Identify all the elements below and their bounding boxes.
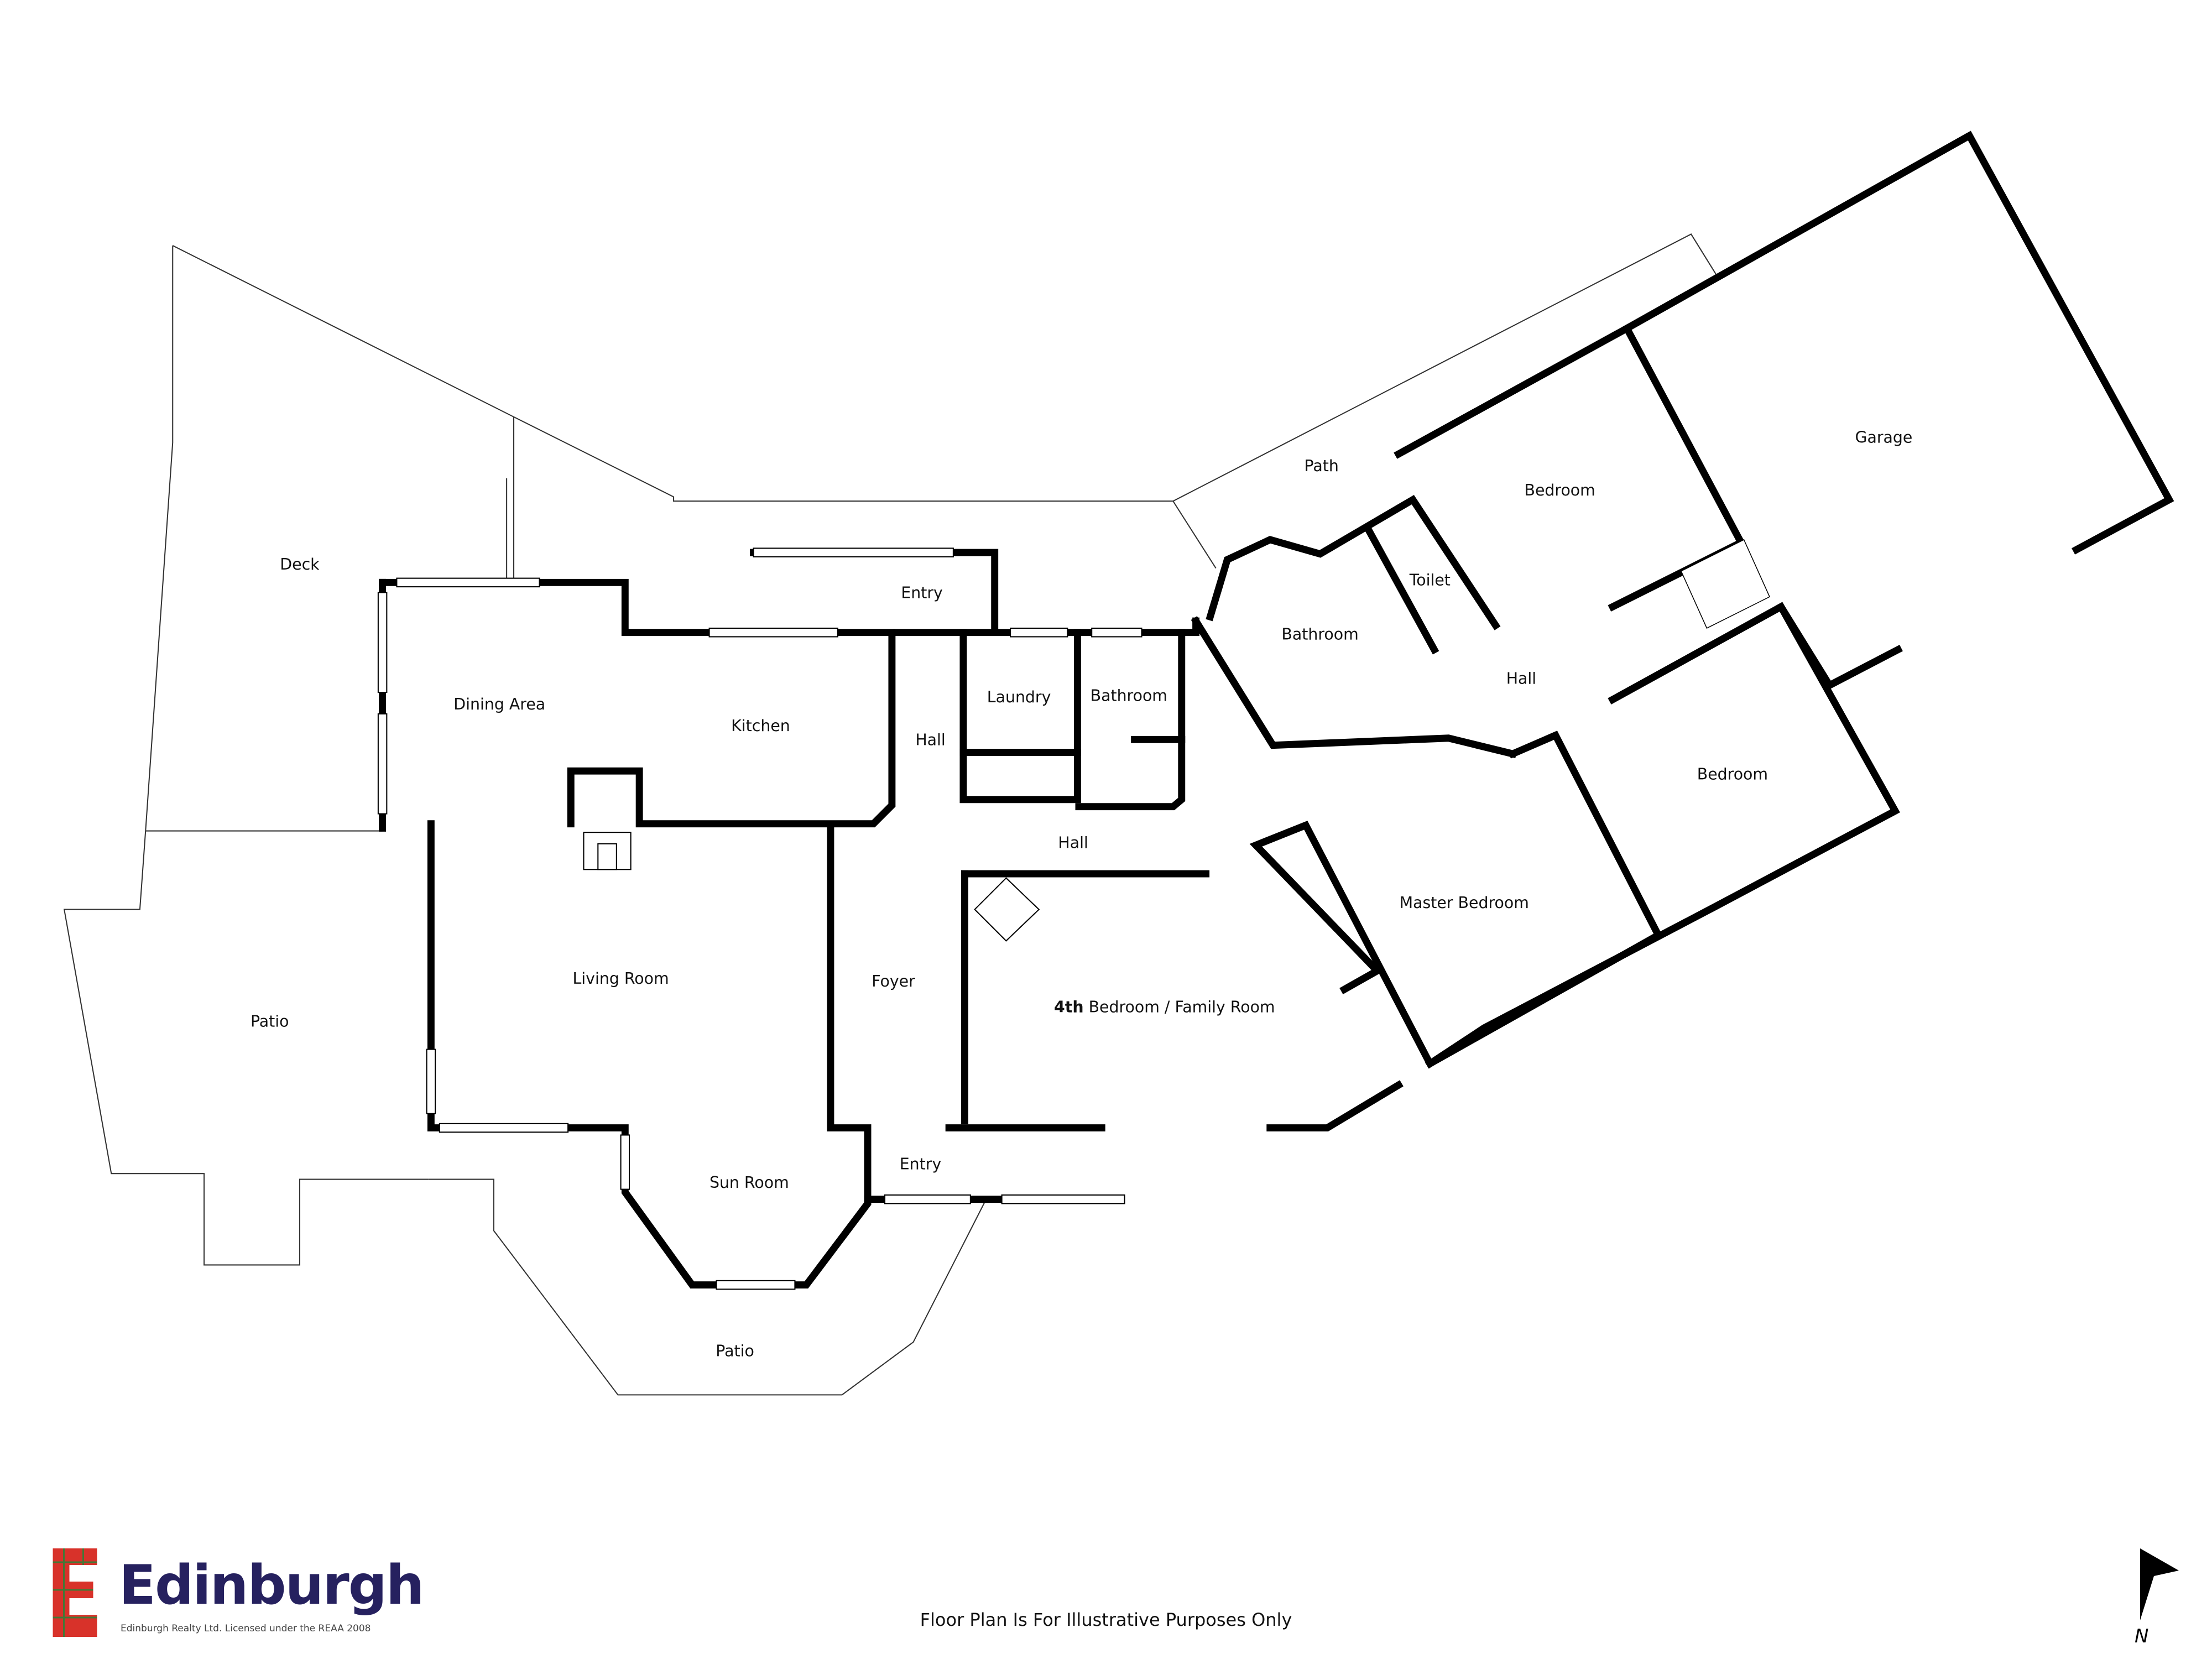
label-path: Path <box>1305 457 1339 475</box>
label-entry-south: Entry <box>900 1155 941 1173</box>
label-bedroom-east: Bedroom <box>1697 765 1768 784</box>
label-deck: Deck <box>280 555 320 573</box>
label-garage: Garage <box>1855 428 1913 446</box>
room-labels: Deck Patio Dining Area Kitchen Entry Hal… <box>251 428 1912 1360</box>
label-living: Living Room <box>573 969 669 988</box>
north-label: N <box>2135 1625 2148 1647</box>
windows <box>377 547 1142 1290</box>
label-fourth-bold: 4th <box>1054 998 1084 1016</box>
label-bathroom-1: Bathroom <box>1091 687 1167 705</box>
label-bedroom-north: Bedroom <box>1524 481 1595 499</box>
fireplace-icon <box>583 832 1040 942</box>
walls <box>379 131 2174 1289</box>
label-patio-south: Patio <box>716 1342 754 1360</box>
label-fourth-rest: Bedroom / Family Room <box>1089 998 1275 1016</box>
north-arrow-icon: N <box>2135 1548 2179 1647</box>
label-foyer: Foyer <box>872 972 915 990</box>
stairs-icon <box>1680 539 1771 629</box>
edinburgh-logo-icon <box>53 1548 97 1637</box>
label-dining: Dining Area <box>453 695 545 713</box>
logo-name: Edinburgh <box>119 1554 425 1617</box>
label-sun-room: Sun Room <box>709 1173 789 1192</box>
outdoor-outlines <box>63 233 1718 1396</box>
label-laundry: Laundry <box>987 688 1051 706</box>
label-entry-north: Entry <box>901 584 942 602</box>
label-master-bedroom: Master Bedroom <box>1400 894 1529 912</box>
logo-tagline: Edinburgh Realty Ltd. Licensed under the… <box>121 1623 371 1634</box>
label-hall-small: Hall <box>915 731 945 749</box>
label-kitchen: Kitchen <box>731 717 790 735</box>
label-bathroom-2: Bathroom <box>1281 625 1358 644</box>
label-patio-west: Patio <box>251 1012 289 1030</box>
label-hall-east: Hall <box>1506 670 1536 688</box>
label-fourth-bedroom: 4th Bedroom / Family Room <box>1054 998 1275 1016</box>
label-toilet: Toilet <box>1409 571 1451 589</box>
label-hall-main: Hall <box>1058 834 1088 852</box>
disclaimer: Floor Plan Is For Illustrative Purposes … <box>920 1609 1292 1630</box>
